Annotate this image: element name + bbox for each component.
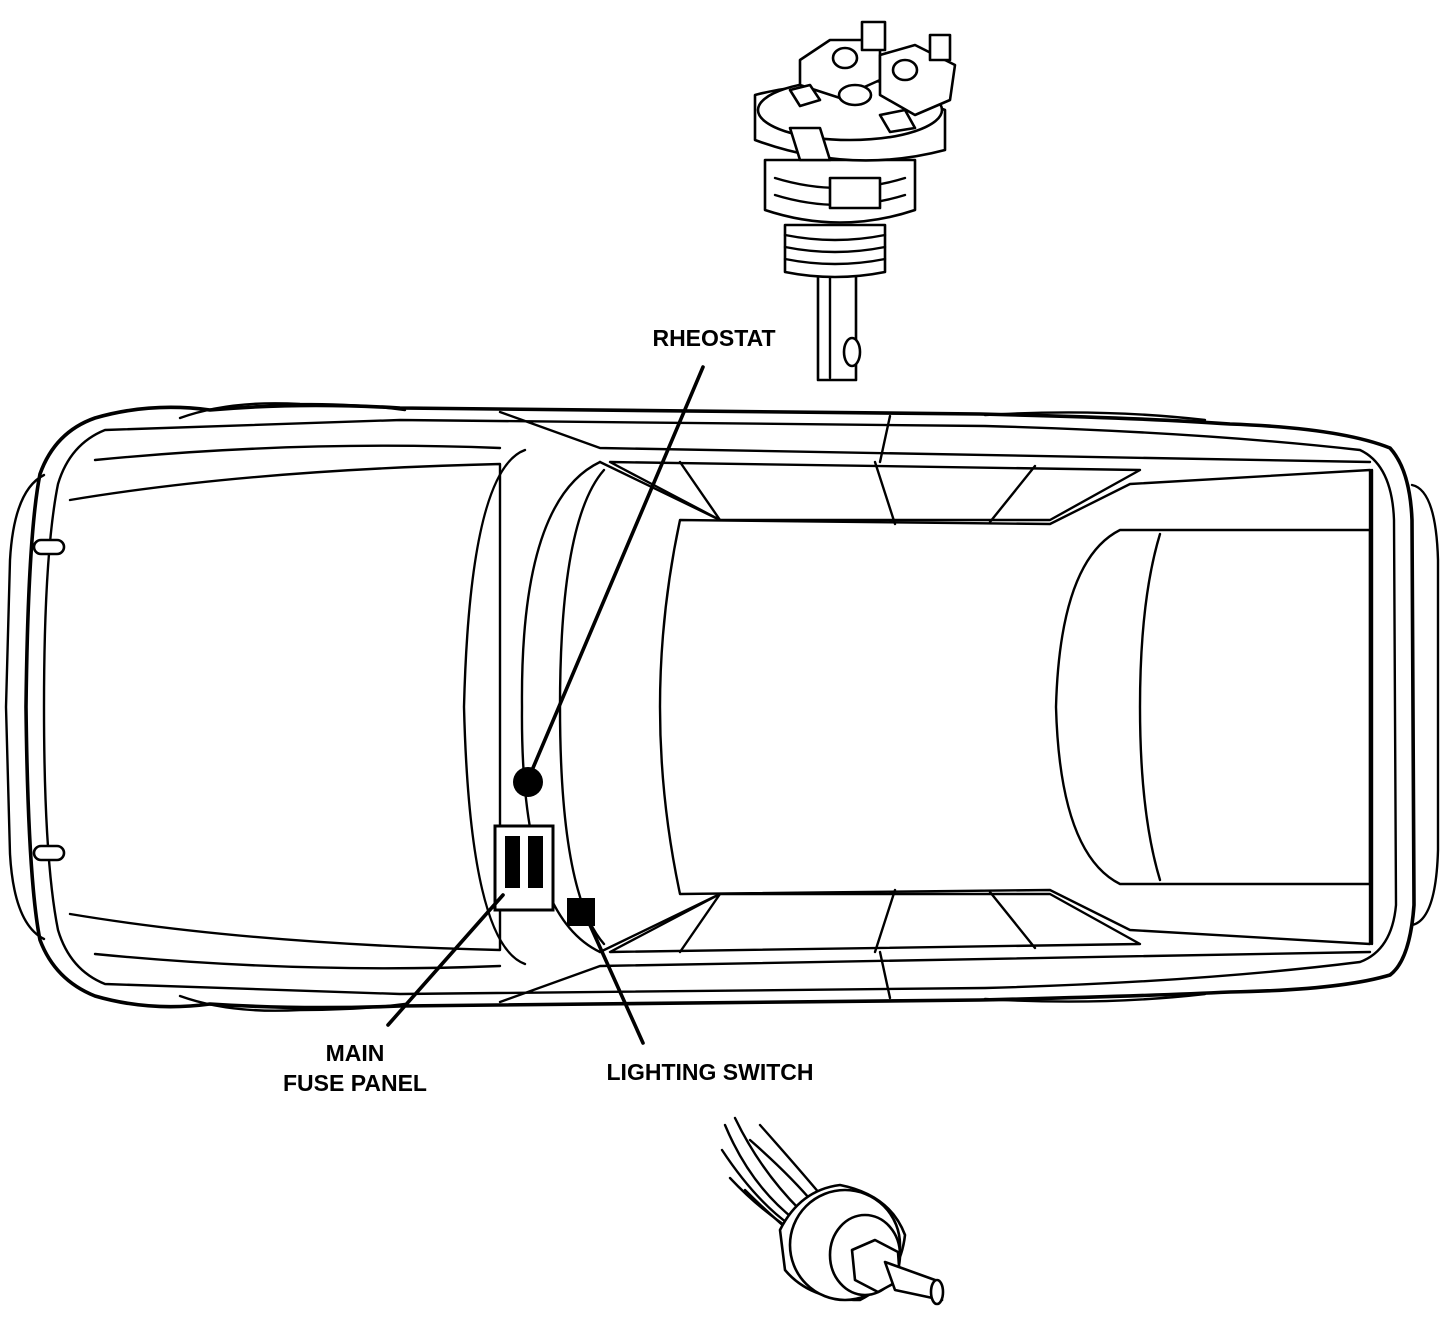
car-top-view [4, 402, 1440, 1012]
rheostat-terminals [788, 20, 957, 134]
rear-fender-bottom [983, 992, 1207, 1003]
rheostat-leader-line [528, 365, 705, 777]
main-fuse-panel-label-line2: FUSE PANEL [283, 1070, 427, 1096]
roof-panel [658, 468, 1372, 946]
lighting-switch-illustration [720, 1116, 945, 1306]
rear-fender-top [983, 411, 1207, 422]
side-window-bottom [608, 892, 1142, 954]
car-body-inner-line [42, 418, 1398, 996]
door-seam-top [878, 414, 892, 464]
main-fuse-panel-label-line1: MAIN [325, 1040, 385, 1066]
front-marker-left [32, 538, 66, 556]
hood-crease-top [93, 444, 502, 462]
lighting-switch-location-marker [567, 898, 595, 926]
front-fender-top [178, 402, 407, 420]
door-post-top-1 [678, 460, 722, 522]
door-post-bottom-2 [873, 888, 897, 954]
front-marker-right [32, 844, 66, 862]
lighting-switch-label: LIGHTING SWITCH [606, 1059, 814, 1085]
door-post-bottom-1 [678, 892, 722, 954]
rheostat-illustration [753, 20, 957, 382]
rheostat-location-marker [513, 767, 543, 797]
side-window-top [608, 460, 1142, 522]
beltline-top [498, 410, 1372, 464]
windshield-inner [558, 468, 606, 946]
hood-crease-bottom [93, 952, 502, 970]
door-post-bottom-3 [988, 890, 1037, 950]
cowl-line [462, 448, 527, 966]
rear-window-inner [1138, 532, 1162, 882]
rheostat-label: RHEOSTAT [652, 325, 776, 351]
rear-bumper [1410, 483, 1440, 927]
door-seam-bottom [878, 950, 892, 1000]
front-fender-bottom [178, 994, 407, 1012]
lighting-switch-leader-line [588, 923, 645, 1045]
door-post-top-2 [873, 460, 897, 526]
car-body-outline [24, 403, 1416, 1010]
rear-window [1054, 528, 1372, 886]
windshield [520, 460, 602, 954]
fuse-panel-location-marker [493, 824, 555, 912]
front-bumper [4, 473, 46, 941]
fuse-panel-leader-line [386, 893, 505, 1027]
hood-panel [68, 462, 502, 952]
beltline-bottom [498, 950, 1372, 1004]
door-post-top-3 [988, 464, 1037, 524]
